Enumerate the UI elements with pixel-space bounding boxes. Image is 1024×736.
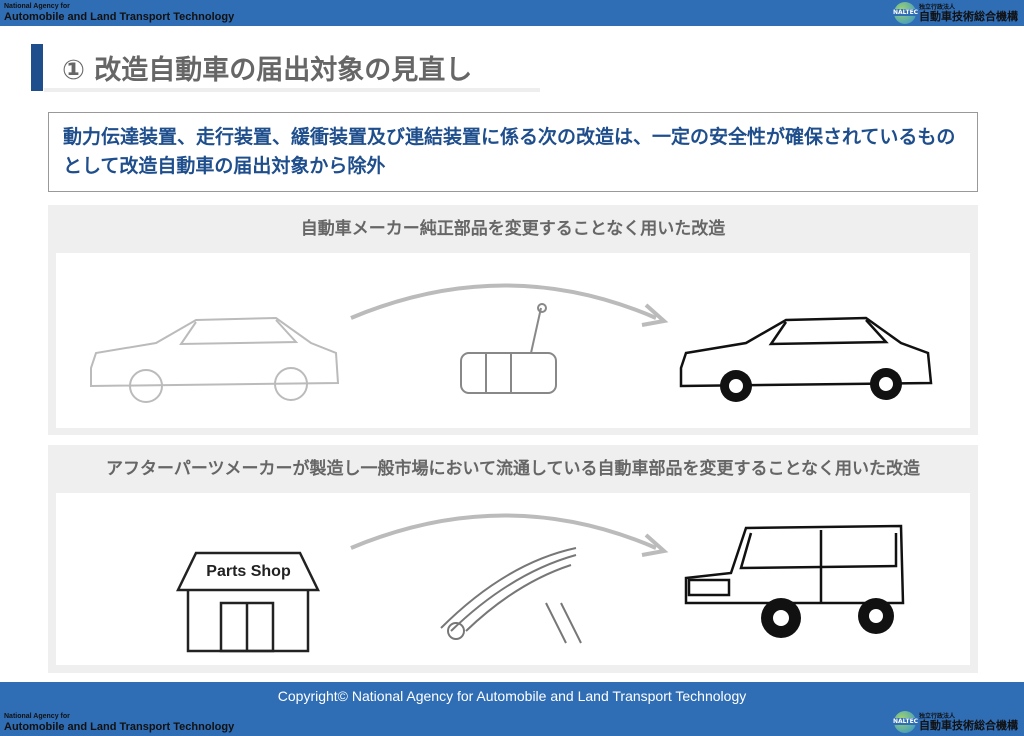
leaf-spring-icon: [440, 547, 582, 644]
section-illustration: Parts Shop: [56, 493, 970, 665]
title-marker: [31, 44, 43, 91]
logo-badge: NALTEC: [892, 718, 920, 725]
org-large: Automobile and Land Transport Technology: [4, 11, 235, 23]
transmission-icon: [460, 303, 557, 394]
section-genuine-parts: 自動車メーカー純正部品を変更することなく用いた改造: [48, 205, 978, 435]
logo-icon: NALTEC: [892, 2, 920, 24]
section-heading: 自動車メーカー純正部品を変更することなく用いた改造: [300, 219, 726, 239]
org-small: National Agency for: [4, 713, 70, 720]
car-before-icon: [90, 316, 340, 403]
shop-sign: Parts Shop: [206, 563, 291, 580]
car-after-icon: [679, 316, 933, 402]
lead-text: 動力伝達装置、走行装置、緩衝装置及び連結装置に係る次の改造は、一定の安全性が確保…: [48, 112, 978, 192]
org-large: Automobile and Land Transport Technology: [4, 721, 235, 733]
page-title: ① 改造自動車の届出対象の見直し: [62, 55, 473, 86]
logo-small: 独立行政法人: [919, 3, 956, 11]
section-aftermarket-parts: アフターパーツメーカーが製造し一般市場において流通している自動車部品を変更するこ…: [48, 445, 978, 673]
title-underline: [44, 88, 540, 92]
arrow-icon: [350, 513, 669, 557]
org-small: National Agency for: [4, 3, 70, 10]
logo-large: 自動車技術総合機構: [919, 718, 1018, 732]
suv-icon: [684, 524, 905, 638]
logo-small: 独立行政法人: [919, 712, 956, 720]
logo-badge: NALTEC: [892, 9, 920, 16]
arrow-icon: [350, 283, 669, 327]
section-illustration: [56, 253, 970, 428]
section-heading: アフターパーツメーカーが製造し一般市場において流通している自動車部品を変更するこ…: [106, 459, 920, 479]
logo-icon: NALTEC: [892, 711, 920, 733]
copyright: Copyright© National Agency for Automobil…: [277, 688, 747, 704]
parts-shop-icon: [176, 551, 320, 653]
logo-large: 自動車技術総合機構: [919, 9, 1018, 23]
